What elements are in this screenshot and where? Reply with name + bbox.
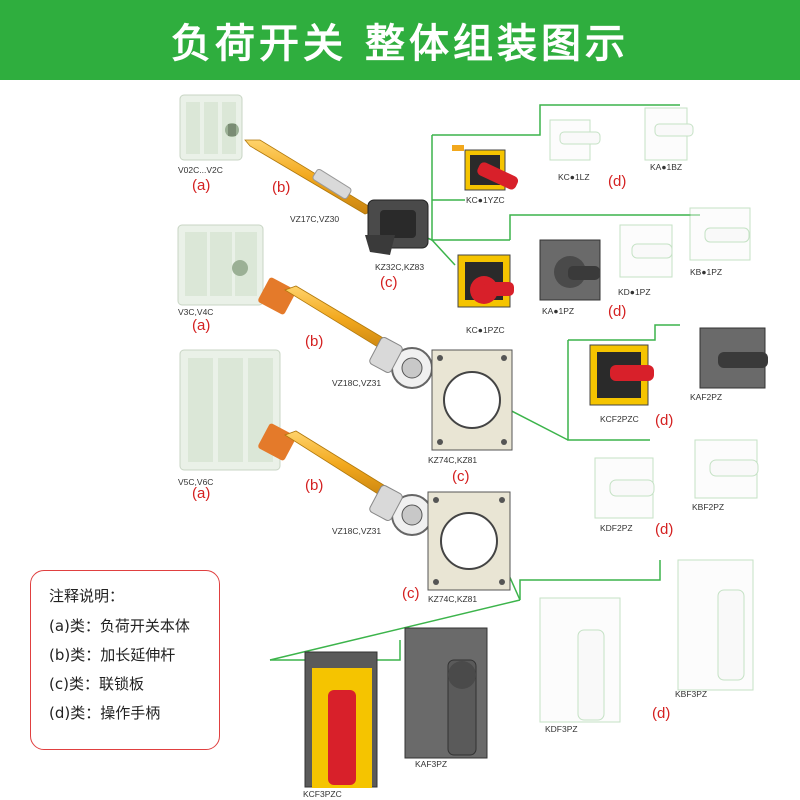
tag-b-2: (b) xyxy=(305,333,323,350)
label-v3c: V3C,V4C xyxy=(178,307,213,317)
tag-d-2: (d) xyxy=(608,303,626,320)
tag-d-5: (d) xyxy=(652,705,670,722)
tag-b-1: (b) xyxy=(272,179,290,196)
page-title: 负荷开关 整体组装图示 xyxy=(0,0,800,80)
legend-box: 注释说明： (a)类：负荷开关本体 (b)类：加长延伸杆 (c)类：联锁板 (d… xyxy=(30,570,220,750)
label-kc1lz: KC●1LZ xyxy=(558,172,590,182)
handle-ka1pz xyxy=(539,239,601,301)
legend-item-d: (d)类：操作手柄 xyxy=(49,704,161,722)
handle-kbf2pz xyxy=(694,439,759,499)
tag-c-3: (c) xyxy=(402,585,420,602)
interlock-plate-kz74c-1 xyxy=(431,349,513,451)
tag-c-1: (c) xyxy=(380,274,398,291)
label-kbf2pz: KBF2PZ xyxy=(692,502,724,512)
handle-kc1pzc xyxy=(457,254,514,308)
handle-kaf3pz xyxy=(404,627,488,759)
handle-kaf2pz xyxy=(699,327,768,389)
handle-ka1bz xyxy=(644,107,694,161)
label-v02c: V02C...V2C xyxy=(178,165,223,175)
handle-kbf3pz xyxy=(677,559,754,691)
tag-a-3: (a) xyxy=(192,485,210,502)
tag-c-2: (c) xyxy=(452,468,470,485)
label-kc1yzc: KC●1YZC xyxy=(466,195,505,205)
handle-kcf2pzc xyxy=(589,344,654,406)
label-ka1bz: KA●1BZ xyxy=(650,162,682,172)
tag-a-2: (a) xyxy=(192,317,210,334)
handle-kc1yzc xyxy=(452,145,519,191)
handle-kc1lz xyxy=(549,119,601,161)
label-kc1pzc: KC●1PZC xyxy=(466,325,505,335)
label-kcf3pzc: KCF3PZC xyxy=(303,789,342,799)
label-kd1pz: KD●1PZ xyxy=(618,287,651,297)
label-kb1pz: KB●1PZ xyxy=(690,267,722,277)
interlock-plate-kz32c xyxy=(365,199,429,255)
handle-kd1pz xyxy=(619,224,673,278)
tag-b-3: (b) xyxy=(305,477,323,494)
label-kz74c-1: KZ74C,KZ81 xyxy=(428,455,477,465)
load-switch-v02c xyxy=(179,94,243,161)
label-kaf2pz: KAF2PZ xyxy=(690,392,722,402)
legend-title: 注释说明： xyxy=(49,587,125,605)
label-vz17c: VZ17C,VZ30 xyxy=(290,214,339,224)
legend-item-c: (c)类：联锁板 xyxy=(49,675,144,693)
label-kdf3pz: KDF3PZ xyxy=(545,724,578,734)
interlock-plate-kz74c-2 xyxy=(427,491,511,591)
label-v5c: V5C,V6C xyxy=(178,477,213,487)
label-kaf3pz: KAF3PZ xyxy=(415,759,447,769)
legend-item-a: (a)类：负荷开关本体 xyxy=(49,617,190,635)
tag-d-1: (d) xyxy=(608,173,626,190)
extension-shaft-3 xyxy=(258,423,433,536)
load-switch-v5c xyxy=(179,349,281,471)
label-vz18c-2: VZ18C,VZ31 xyxy=(332,526,381,536)
label-kz32c: KZ32C,KZ83 xyxy=(375,262,424,272)
handle-kcf3pzc xyxy=(304,651,378,788)
label-kdf2pz: KDF2PZ xyxy=(600,523,633,533)
extension-shaft-2 xyxy=(258,277,433,389)
label-vz18c-1: VZ18C,VZ31 xyxy=(332,378,381,388)
tag-a-1: (a) xyxy=(192,177,210,194)
legend-item-b: (b)类：加长延伸杆 xyxy=(49,646,176,664)
label-kbf3pz: KBF3PZ xyxy=(675,689,707,699)
tag-d-3: (d) xyxy=(655,412,673,429)
label-kz74c-2: KZ74C,KZ81 xyxy=(428,594,477,604)
handle-kdf2pz xyxy=(594,457,655,519)
handle-kb1pz xyxy=(689,207,751,261)
label-ka1pz: KA●1PZ xyxy=(542,306,574,316)
label-kcf2pzc: KCF2PZC xyxy=(600,414,639,424)
assembly-diagram: V02C...V2C (a) (b) VZ17C,VZ30 KZ32C,KZ83… xyxy=(177,94,768,799)
extension-shaft-1 xyxy=(244,139,376,215)
tag-d-4: (d) xyxy=(655,521,673,538)
handle-kdf3pz xyxy=(539,597,621,723)
load-switch-v3c xyxy=(177,224,264,306)
